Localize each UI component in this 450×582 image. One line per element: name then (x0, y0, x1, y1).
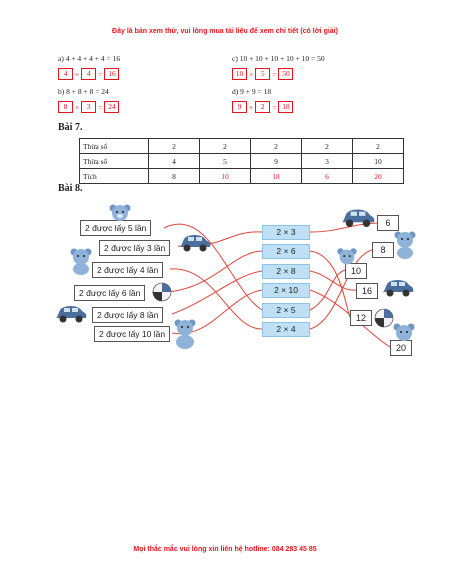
sum-d-equation: d) 9 + 9 = 18 (232, 87, 272, 96)
answer-box: 8 (58, 101, 73, 113)
answer-box: 9 (232, 101, 247, 113)
result-box: 12 (350, 310, 372, 326)
result-box: 20 (390, 340, 412, 356)
answer-box: 18 (278, 101, 294, 113)
multiplication-box: 2 × 10 (262, 283, 310, 298)
result-box: 10 (345, 263, 367, 279)
match-line (309, 270, 357, 291)
left-label-box: 2 được lấy 8 lần (92, 307, 164, 323)
toy-car-icon (342, 209, 375, 227)
hotline-banner: Mọi thắc mắc vui lòng xin liên hệ hotlin… (133, 546, 317, 553)
match-line (169, 268, 263, 330)
answer-box: 4 (81, 68, 97, 80)
toy-car-icon (56, 306, 87, 323)
times-sign: × (249, 102, 254, 112)
multiplication-box: 2 × 4 (262, 322, 310, 337)
answer-box: 16 (104, 68, 120, 80)
answer-box: 3 (81, 101, 97, 113)
answer-box: 4 (58, 68, 73, 80)
sum-b-equation: b) 8 + 8 + 8 = 24 (58, 87, 109, 96)
sum-c-answer: 10 × 5 = 50 (232, 68, 294, 80)
equals-sign: = (272, 69, 277, 79)
bai8-heading: Bài 8. (58, 183, 83, 194)
match-line (171, 270, 263, 315)
match-line (309, 249, 373, 330)
times-sign: × (75, 69, 80, 79)
table-cell: 6 (301, 168, 353, 184)
left-label-box: 2 được lấy 4 lần (92, 262, 164, 278)
teddy-bear-icon (70, 248, 92, 275)
table-cell: 10 (199, 168, 251, 184)
bai7-heading: Bài 7. (58, 122, 83, 133)
equals-sign: = (98, 102, 103, 112)
answer-box: 50 (278, 68, 294, 80)
sum-a-answer: 4 × 4 = 16 (58, 68, 120, 80)
teddy-bear-icon (393, 323, 415, 341)
left-label-box: 2 được lấy 3 lần (99, 240, 171, 256)
teddy-bear-icon (174, 319, 196, 349)
multiplication-box: 2 × 8 (262, 264, 310, 279)
multiplication-box: 2 × 5 (262, 303, 310, 318)
equals-sign: = (98, 69, 103, 79)
answer-box: 10 (232, 68, 247, 80)
teddy-bear-icon (109, 204, 131, 221)
sum-a-equation: a) 4 + 4 + 4 + 4 = 16 (58, 54, 121, 63)
match-line (309, 269, 346, 311)
left-label-box: 2 được lấy 10 lần (94, 326, 171, 342)
result-box: 16 (356, 283, 378, 299)
match-line (163, 223, 263, 311)
preview-banner: Đây là bản xem thử, vui lòng mua tài liệ… (112, 28, 338, 35)
teddy-bear-icon (394, 231, 416, 259)
teddy-bear-icon (337, 248, 357, 265)
equals-sign: = (272, 102, 277, 112)
match-line (309, 250, 351, 318)
multiplication-box: 2 × 6 (262, 244, 310, 259)
sum-d-answer: 9 × 2 = 18 (232, 101, 294, 113)
table-cell: 8 (148, 168, 200, 184)
toy-car-icon (383, 280, 414, 297)
times-sign: × (249, 69, 254, 79)
times-sign: × (75, 102, 80, 112)
left-label-box: 2 được lấy 5 lần (80, 220, 152, 236)
toy-car-icon (180, 235, 211, 252)
beach-ball-icon (374, 308, 394, 328)
result-box: 6 (377, 215, 399, 231)
result-box: 8 (372, 242, 394, 258)
sum-c-equation: c) 10 + 10 + 10 + 10 + 10 = 50 (232, 54, 325, 63)
answer-box: 2 (255, 101, 271, 113)
answer-box: 5 (255, 68, 271, 80)
answer-box: 24 (104, 101, 120, 113)
multiplication-box: 2 × 3 (262, 225, 310, 240)
beach-ball-icon (152, 282, 172, 302)
table-cell: 20 (352, 168, 404, 184)
left-label-box: 2 được lấy 6 lần (74, 285, 146, 301)
sum-b-answer: 8 × 3 = 24 (58, 101, 120, 113)
